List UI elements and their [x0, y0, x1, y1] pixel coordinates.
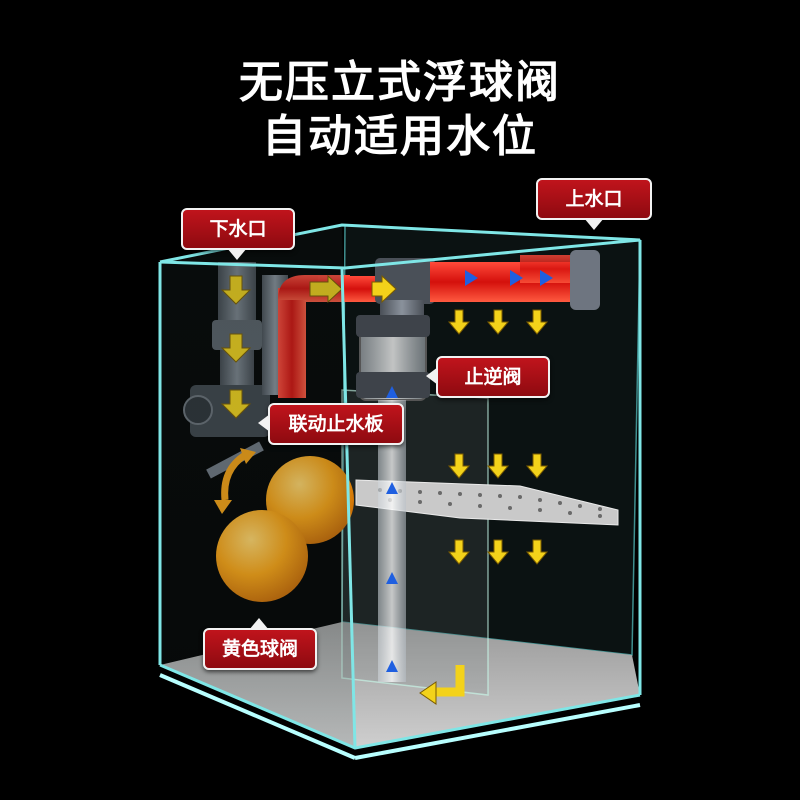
label-check-valve: 止逆阀 [426, 356, 550, 398]
title-line-1: 无压立式浮球阀 [239, 57, 561, 108]
tank-glass-edges [158, 223, 642, 750]
inlet-elbow-right [570, 250, 600, 310]
check-valve-top-nut [356, 315, 430, 337]
label-yellow-ball-valve: 黄色球阀 [203, 618, 317, 670]
label-water-inlet: 上水口 [536, 178, 652, 230]
title-line-2: 自动适用水位 [262, 111, 538, 162]
label-linkage-stop-plate: 联动止水板 [258, 403, 404, 445]
tank-front-glass [160, 225, 355, 748]
check-valve-bottom-nut [356, 372, 430, 398]
flow-arrows-blue [386, 270, 553, 672]
return-pipe-clear [378, 400, 406, 682]
label-drain-outlet: 下水口 [181, 208, 295, 260]
